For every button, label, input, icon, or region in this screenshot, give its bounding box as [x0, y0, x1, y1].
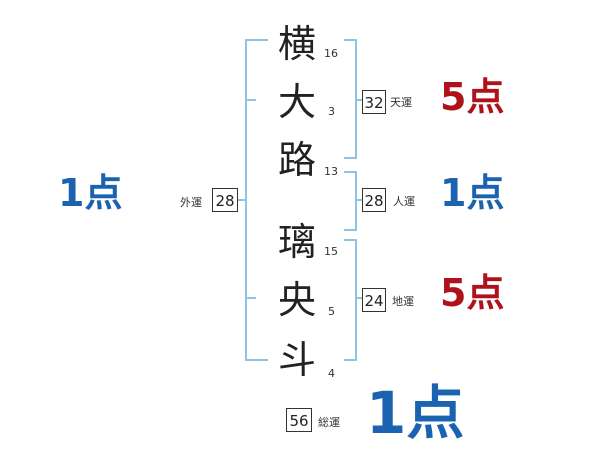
- chikaku-label: 地運: [392, 295, 414, 308]
- soukaku-label: 総運: [318, 416, 340, 429]
- outer-bracket: [245, 39, 268, 361]
- soukaku-score: 1点: [366, 379, 465, 447]
- name-char-6: 斗: [277, 338, 316, 382]
- soukaku-value-box: 56: [286, 408, 312, 432]
- tenkaku-bracket: [344, 39, 357, 159]
- stroke-count-5: 5: [328, 305, 335, 318]
- jinkaku-value-box: 28: [362, 188, 386, 212]
- tenkaku-score: 5点: [440, 75, 505, 119]
- gaikaku-score: 1点: [58, 171, 123, 215]
- stroke-count-3: 13: [324, 165, 338, 178]
- stroke-count-1: 16: [324, 47, 338, 60]
- name-char-4: 璃: [277, 220, 316, 264]
- name-char-3: 路: [277, 138, 316, 182]
- stroke-count-6: 4: [328, 367, 335, 380]
- jinkaku-score: 1点: [440, 171, 505, 215]
- stroke-count-2: 3: [328, 105, 335, 118]
- tenkaku-value-box: 32: [362, 90, 386, 114]
- name-char-2: 大: [277, 80, 316, 124]
- stroke-count-4: 15: [324, 245, 338, 258]
- tenkaku-label: 天運: [390, 96, 412, 109]
- chikaku-bracket: [344, 239, 357, 361]
- jinkaku-bracket: [344, 171, 357, 231]
- chikaku-value-box: 24: [362, 288, 386, 312]
- jinkaku-label: 人運: [393, 195, 415, 208]
- gaikaku-label: 外運: [180, 196, 202, 209]
- gaikaku-value-box: 28: [212, 188, 238, 212]
- chikaku-score: 5点: [440, 271, 505, 315]
- name-char-5: 央: [277, 278, 316, 322]
- name-char-1: 横: [277, 22, 316, 66]
